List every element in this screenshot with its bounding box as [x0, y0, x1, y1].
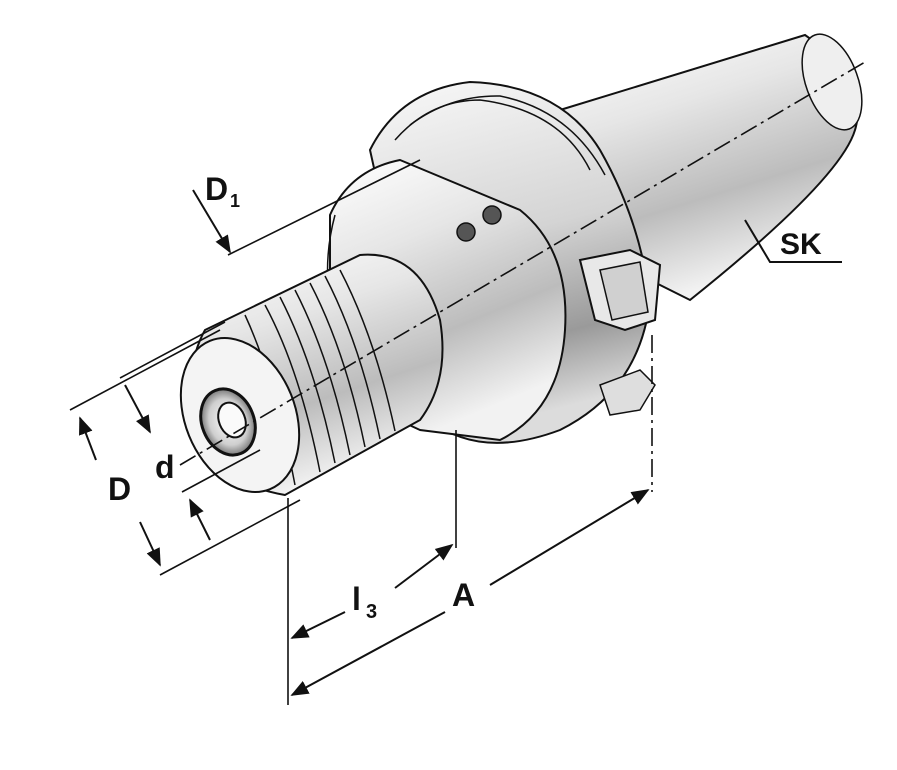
center-axis [179, 61, 866, 466]
label-d1: D [205, 171, 228, 207]
screw-hole-2-icon [482, 205, 502, 225]
label-l3-sub: 3 [366, 601, 377, 623]
screw-hole-1-icon [456, 222, 476, 242]
dim-l3: l 3 [290, 543, 454, 639]
label-l3: l [352, 581, 361, 617]
label-d1-sub: 1 [230, 191, 240, 211]
label-big-d: D [108, 471, 131, 507]
dim-d1: D 1 [192, 159, 421, 256]
label-a: A [452, 577, 475, 613]
threaded-nose [179, 253, 444, 497]
label-sk: SK [780, 228, 822, 261]
dim-small-d: d [119, 321, 261, 541]
dim-sk: SK [744, 219, 842, 263]
label-small-d: d [155, 449, 175, 485]
dim-a: A [290, 489, 650, 696]
dim-big-d: D [69, 329, 301, 576]
